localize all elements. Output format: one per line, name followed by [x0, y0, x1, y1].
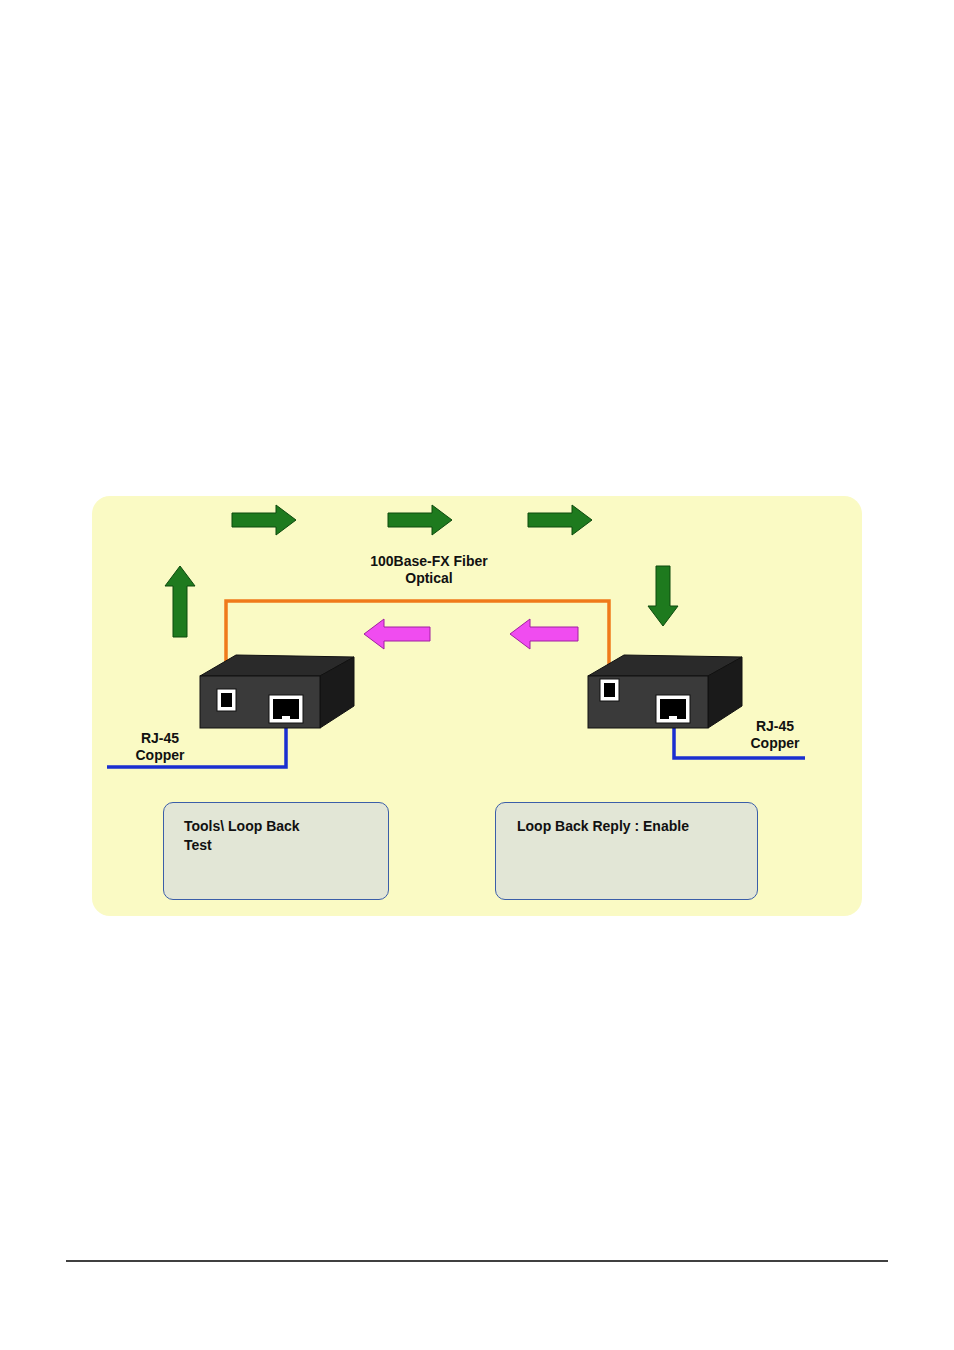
port-label: RJ-45 Copper: [120, 730, 200, 764]
port-label: RJ-45 Copper: [735, 718, 815, 752]
reply-arrow: [364, 619, 430, 649]
info-box: Tools\ Loop Back Test: [163, 802, 389, 900]
test-arrow: [528, 505, 592, 535]
info-box: Loop Back Reply : Enable: [495, 802, 758, 900]
footer-rule: [66, 1260, 888, 1262]
box-text: Tools\ Loop Back Test: [184, 817, 304, 855]
test-arrow: [165, 566, 195, 637]
test-arrow: [648, 566, 678, 626]
box-text: Loop Back Reply : Enable: [517, 817, 747, 836]
media-converter: [200, 655, 354, 728]
test-arrow: [388, 505, 452, 535]
reply-arrow: [510, 619, 578, 649]
background-panel: [92, 496, 862, 916]
test-arrow: [232, 505, 296, 535]
link-label: 100Base-FX Fiber Optical: [364, 553, 494, 587]
media-converter: [588, 655, 742, 728]
